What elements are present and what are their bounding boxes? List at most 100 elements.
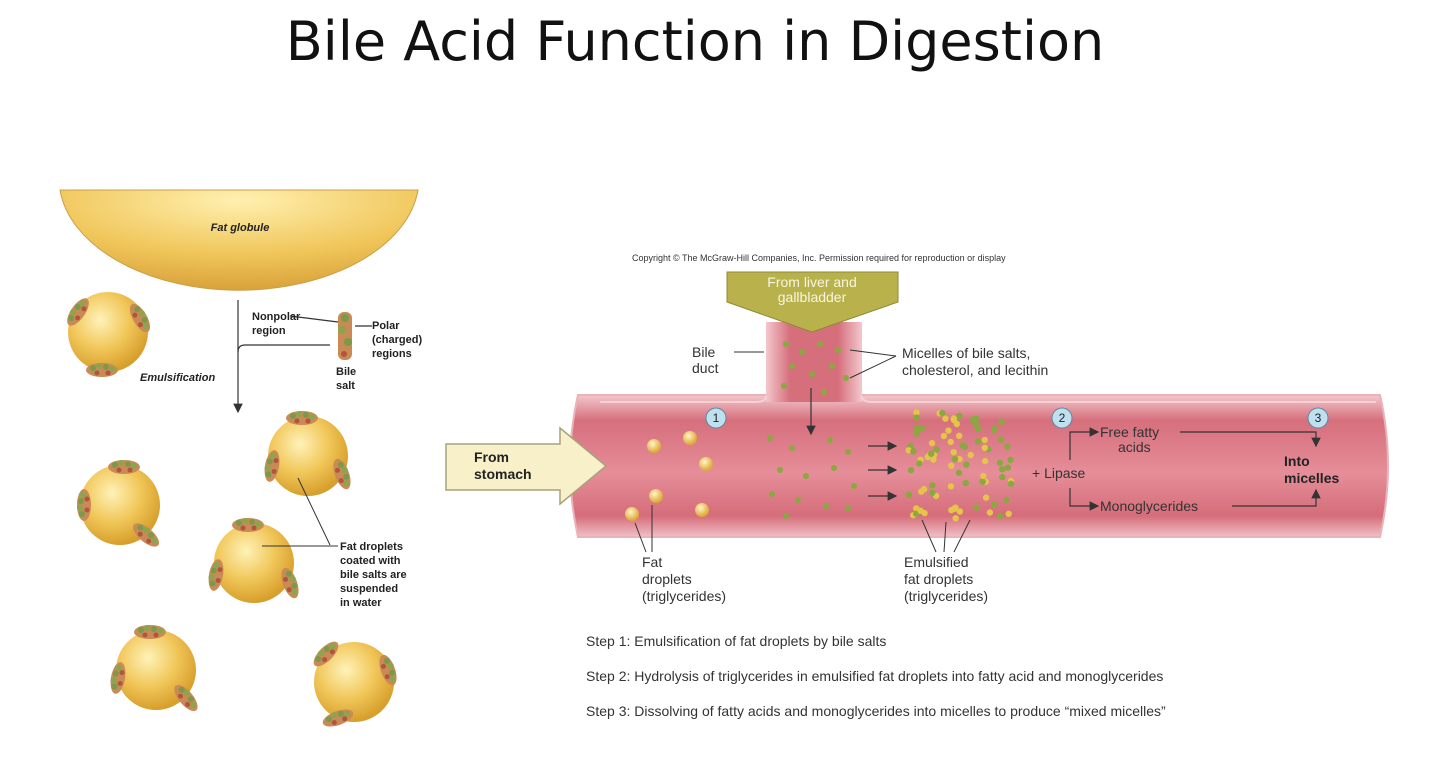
emulsified-droplet	[907, 466, 915, 474]
emulsified-droplet	[948, 506, 955, 514]
step-3-badge: 3	[1307, 407, 1329, 429]
emulsified-droplet	[991, 426, 998, 434]
emulsified-droplet	[913, 409, 920, 416]
emulsified-droplet	[999, 466, 1006, 473]
emulsified-droplet	[955, 414, 962, 421]
emulsified-droplet	[974, 438, 982, 445]
fat-droplets-label-2: droplets	[642, 571, 692, 587]
emulsified-droplet	[1004, 443, 1011, 450]
droplet-note-3: bile salts are	[340, 569, 407, 581]
emulsified-droplet	[980, 472, 987, 480]
emulsified-droplet	[928, 440, 936, 447]
left-panel: Fat globule Nonpolar region Polar (charg…	[59, 189, 422, 731]
coated-droplet	[63, 292, 155, 377]
bile-duct-label-2: duct	[692, 360, 719, 376]
polar-label-2: (charged)	[372, 334, 422, 346]
emulsified-droplet	[963, 461, 970, 468]
emulsified-label-3: (triglycerides)	[904, 588, 988, 604]
coated-droplet	[206, 518, 303, 603]
bile-salt-molecule-icon	[338, 312, 352, 360]
emulsified-droplet	[942, 415, 949, 422]
emulsified-droplet	[973, 504, 980, 511]
step-1-text: Step 1: Emulsification of fat droplets b…	[586, 633, 886, 649]
bile-salt-label: Bile	[336, 366, 356, 378]
from-stomach-label-2: stomach	[474, 466, 532, 482]
from-liver-label-2: gallbladder	[778, 289, 847, 305]
emulsified-droplet	[1003, 496, 1010, 504]
polar-label-3: regions	[372, 348, 412, 360]
step-3-text: Step 3: Dissolving of fatty acids and mo…	[586, 703, 1166, 719]
emulsified-droplet	[952, 515, 959, 522]
emulsified-droplet	[950, 415, 957, 422]
fat-globule-shape	[59, 189, 419, 291]
lipase-label: + Lipase	[1032, 465, 1086, 481]
emulsified-droplet	[948, 462, 955, 469]
polar-label: Polar	[372, 320, 400, 332]
from-liver-arrow	[726, 271, 899, 333]
droplet-note-2: coated with	[340, 555, 401, 567]
coated-droplet	[108, 625, 202, 715]
free-fatty-acids-label: Free fatty	[1100, 424, 1159, 440]
step-2-text: Step 2: Hydrolysis of triglycerides in e…	[586, 668, 1163, 684]
emulsified-droplet	[981, 444, 988, 451]
monoglycerides-label: Monoglycerides	[1100, 498, 1198, 514]
droplet-note-4: suspended	[340, 583, 398, 595]
emulsified-droplet	[940, 432, 948, 440]
emulsified-droplet	[947, 483, 955, 490]
emulsified-droplet	[928, 450, 935, 457]
droplet-note-5: in water	[340, 597, 382, 609]
right-panel: Copyright © The McGraw-Hill Companies, I…	[445, 253, 1389, 719]
emulsified-droplet	[962, 479, 969, 487]
svg-text:2: 2	[1059, 411, 1066, 425]
emulsified-droplet	[955, 469, 963, 476]
emulsified-droplet	[933, 446, 940, 453]
svg-text:3: 3	[1315, 411, 1322, 425]
emulsified-droplet	[939, 409, 946, 417]
emulsified-droplet	[953, 420, 960, 428]
micelles-label: Micelles of bile salts,	[902, 345, 1030, 361]
bile-duct-label: Bile	[692, 344, 716, 360]
emulsified-droplet	[929, 489, 936, 497]
emulsification-label: Emulsification	[140, 372, 215, 384]
emulsified-droplet	[1007, 456, 1014, 464]
emulsified-droplet	[1004, 464, 1011, 471]
bile-micelles	[767, 341, 857, 519]
emulsified-droplet	[1007, 480, 1015, 487]
emulsified-droplet	[956, 508, 964, 515]
from-stomach-label: From	[474, 449, 509, 465]
fat-globule-label: Fat globule	[211, 222, 270, 234]
emulsified-droplet	[918, 488, 925, 495]
emulsified-droplet	[999, 473, 1006, 481]
emulsified-droplet	[921, 509, 928, 517]
free-fatty-acids-label-2: acids	[1118, 439, 1151, 455]
fat-droplets-label: Fat	[642, 554, 662, 570]
step-1-badge: 1	[705, 407, 727, 429]
emulsified-droplet	[913, 414, 920, 421]
emulsified-droplet	[919, 425, 926, 432]
emulsified-droplet	[956, 455, 963, 463]
droplet-note-1: Fat droplets	[340, 541, 403, 553]
emulsified-droplet	[982, 494, 990, 501]
svg-text:1: 1	[713, 411, 720, 425]
emulsified-droplet	[1005, 510, 1012, 517]
emulsified-droplet	[991, 501, 998, 508]
emulsified-droplet	[913, 430, 921, 437]
emulsified-droplet	[981, 457, 989, 465]
emulsified-droplet	[916, 460, 923, 467]
coated-droplet	[262, 411, 355, 496]
emulsified-label: Emulsified	[904, 554, 969, 570]
emulsified-droplet	[969, 416, 977, 423]
coated-droplet	[309, 637, 401, 731]
micelles-label-2: cholesterol, and lecithin	[902, 362, 1048, 378]
emulsified-droplet	[998, 418, 1005, 425]
emulsified-droplet	[951, 456, 959, 463]
bile-duct	[766, 322, 862, 402]
emulsified-droplet	[981, 436, 988, 444]
emulsified-droplet	[945, 427, 952, 434]
emulsified-droplet	[979, 478, 986, 485]
emulsified-droplet	[950, 449, 957, 456]
step-2-badge: 2	[1051, 407, 1073, 429]
emulsified-droplet	[967, 451, 974, 459]
bile-salt-label-2: salt	[336, 380, 355, 392]
